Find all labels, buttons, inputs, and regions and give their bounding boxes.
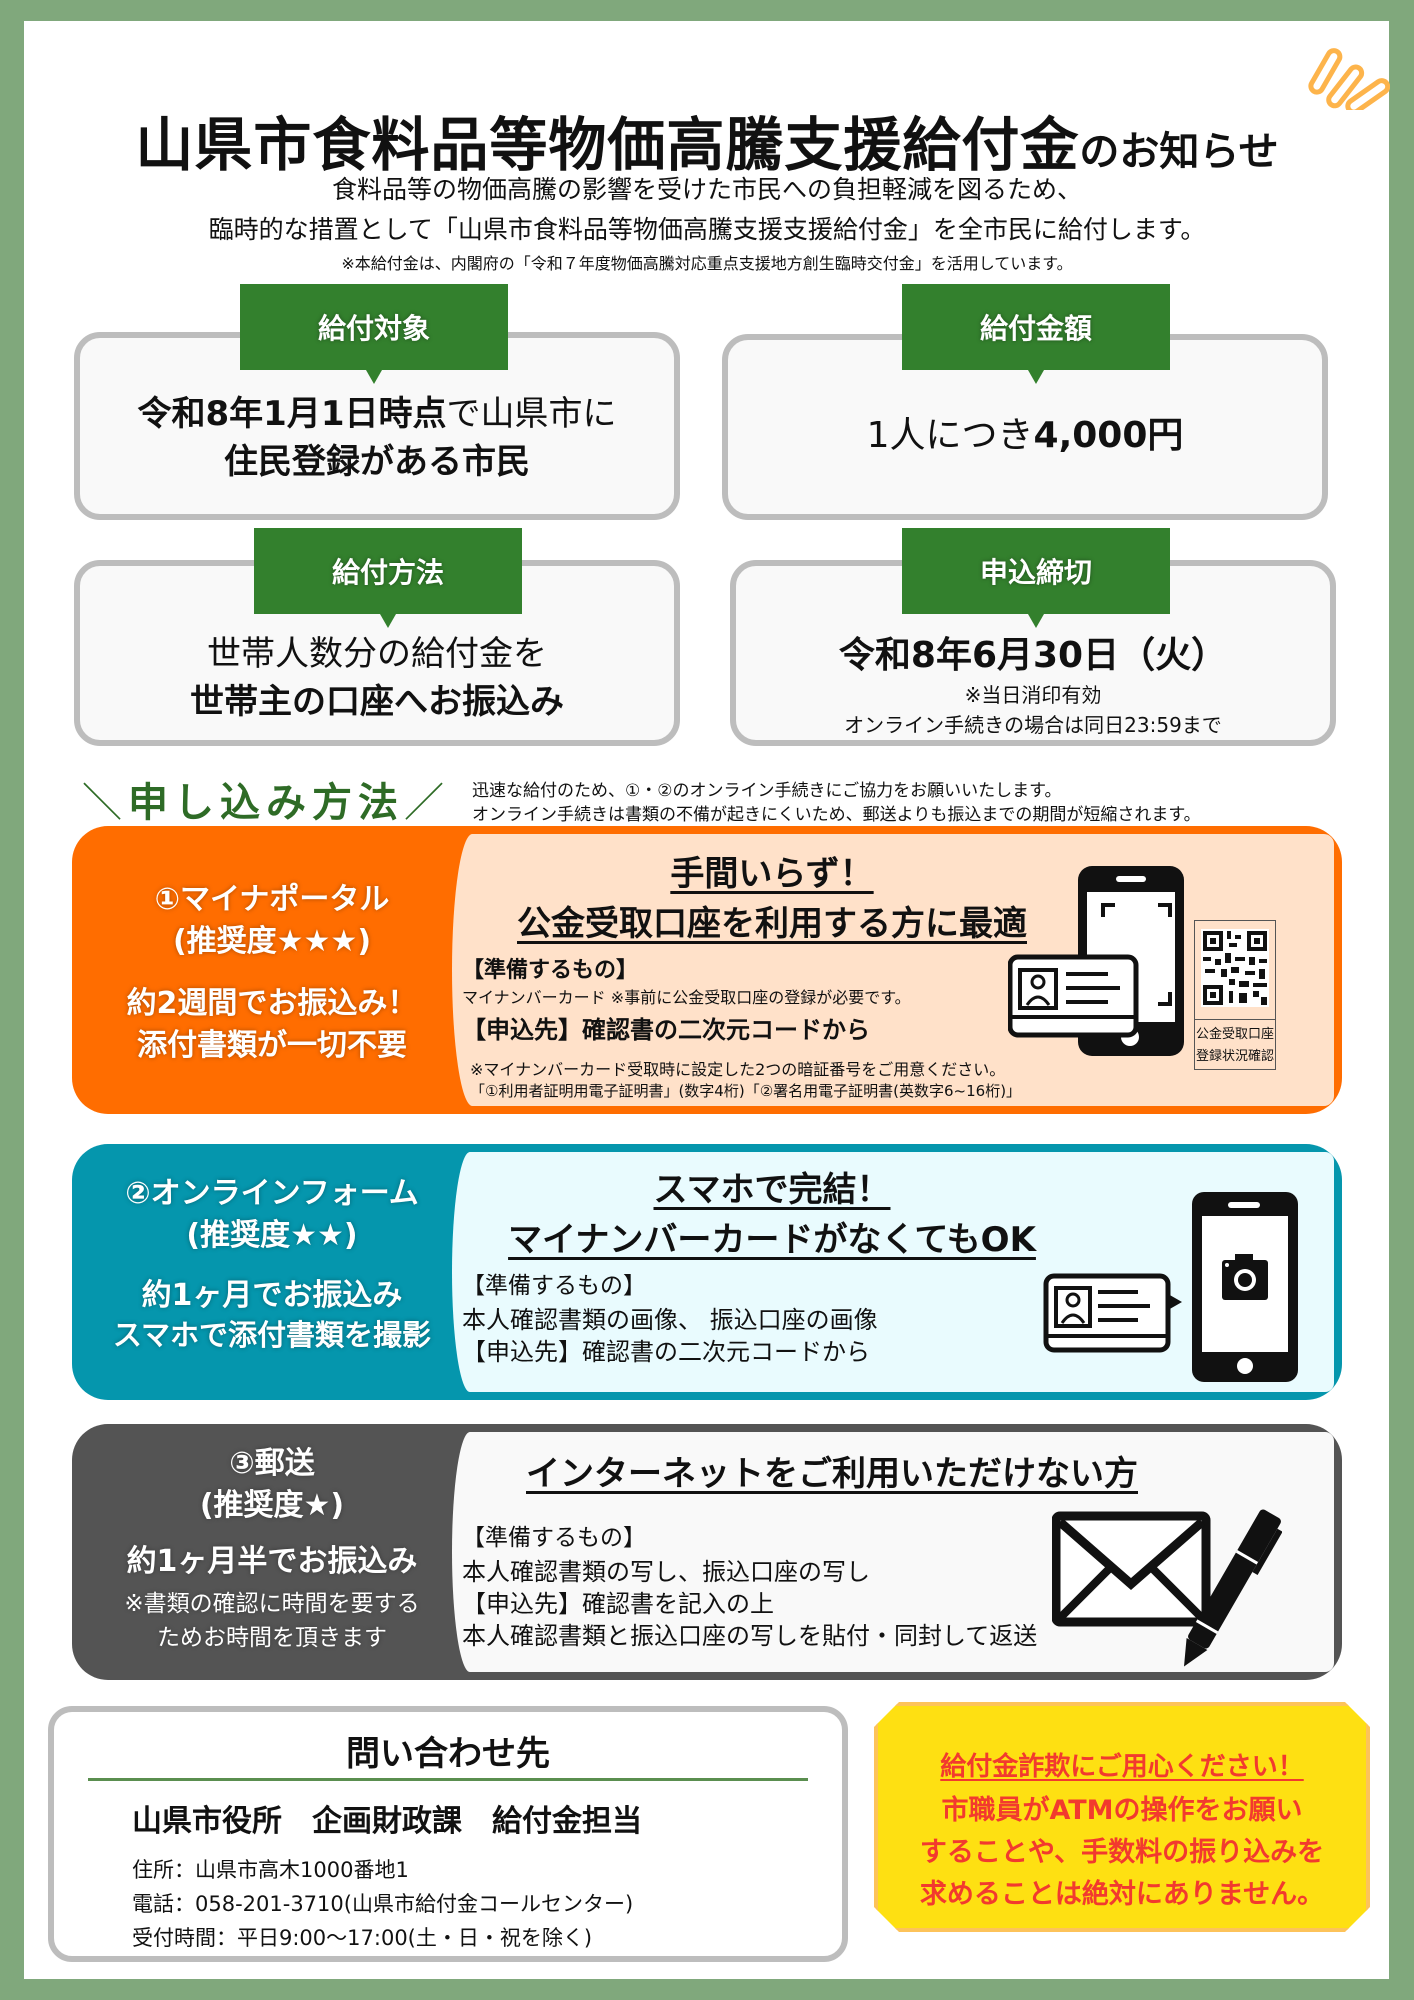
method2-rating: (推奨度★★) [186, 1218, 358, 1253]
title-main: 山県市食料品等物価高騰支援給付金 [135, 111, 1080, 179]
amount-tag: 給付金額 [902, 284, 1170, 384]
deadline-note2: オンライン手続きの場合は同日23:59まで [844, 713, 1222, 737]
method3-name: ③郵送 [229, 1446, 315, 1481]
target-date: 令和8年1月1日時点 [137, 394, 447, 434]
method1-name: ①マイナポータル [154, 882, 390, 917]
qr-caption-line1: 公金受取口座 [1195, 1027, 1274, 1042]
target-line2: 住民登録がある市民 [224, 442, 530, 482]
method1-pin-note2: 「①利用者証明用電子証明書」(数字4桁)「②署名用電子証明書(英数字6~16桁)… [470, 1082, 1022, 1100]
sparkle-decoration-icon [1308, 48, 1390, 110]
qr-code-panel[interactable]: 公金受取口座 登録状況確認 [1194, 920, 1276, 1070]
method1-prepare-note: ※事前に公金受取口座の登録が必要です。 [610, 988, 911, 1007]
deadline-date: 令和8年6月30日（火） [838, 635, 1228, 676]
lead-line-1: 食料品等の物価高騰の影響を受けた市民への負担軽減を図るため、 [331, 175, 1082, 204]
contact-address: 住所：山県市高木1000番地1 [132, 1858, 409, 1882]
deadline-note1: ※当日消印有効 [964, 683, 1102, 707]
method3-speed-note1: ※書類の確認に時間を要する [124, 1591, 420, 1617]
method-mynaportal: ①マイナポータル (推奨度★★★) 約2週間でお振込み！ 添付書類が一切不要 手… [72, 826, 1342, 1114]
method1-apply: 【申込先】確認書の二次元コードから [462, 1016, 870, 1044]
howto-heading: ＼申し込み方法／ [82, 780, 450, 826]
warning-line3: 求めることは絶対にありません。 [919, 1879, 1325, 1910]
method1-prepare-item: マイナンバーカード [462, 988, 606, 1007]
method3-rating: (推奨度★) [199, 1488, 345, 1523]
warning-heading: 給付金詐欺にご用心ください！ [940, 1752, 1304, 1782]
phone-scan-card-icon [1008, 866, 1184, 1056]
contact-box: 問い合わせ先 山県市役所 企画財政課 給付金担当 住所：山県市高木1000番地1… [48, 1706, 848, 1962]
method1-headline1: 手間いらず！ [670, 854, 874, 894]
page-title: 山県市食料品等物価高騰支援給付金のお知らせ [0, 98, 1414, 182]
contact-phone[interactable]: 電話：058-201-3710(山県市給付金コールセンター) [132, 1892, 634, 1916]
method2-apply: 【申込先】確認書の二次元コードから [462, 1338, 870, 1366]
method2-headline2: マイナンバーカードがなくてもOK [508, 1220, 1036, 1260]
method2-headline1: スマホで完結！ [653, 1170, 891, 1210]
fraud-warning-box: 給付金詐欺にご用心ください！ 市職員がATMの操作をお願い することや、手数料の… [874, 1702, 1370, 1932]
method2-speed1: 約1ヶ月でお振込み [141, 1278, 403, 1313]
method3-apply2: 本人確認書類と振込口座の写しを貼付・同封して返送 [462, 1622, 1038, 1650]
payment-method-line1: 世帯人数分の給付金を [207, 634, 547, 674]
method2-prepare-label: 【準備するもの】 [462, 1273, 646, 1299]
contact-office: 山県市役所 企画財政課 給付金担当 [132, 1804, 642, 1839]
method1-speed2: 添付書類が一切不要 [137, 1028, 407, 1063]
contact-heading: 問い合わせ先 [346, 1734, 550, 1774]
lead-line-2: 臨時的な措置として「山県市食料品等物価高騰支援支援給付金」を全市民に給付します。 [208, 215, 1206, 244]
deadline-tag: 申込締切 [902, 528, 1170, 628]
method3-speed1: 約1ヶ月半でお振込み [126, 1544, 418, 1579]
method3-apply: 【申込先】確認書を記入の上 [462, 1590, 774, 1618]
method3-prepare-item: 本人確認書類の写し、振込口座の写し [462, 1558, 870, 1586]
method3-prepare-label: 【準備するもの】 [462, 1525, 646, 1551]
method3-speed-note2: ためお時間を頂きます [157, 1625, 387, 1651]
target-box: 令和8年1月1日時点で山県市に 住民登録がある市民 [74, 332, 680, 520]
payment-method-line2: 世帯主の口座へお振込み [190, 682, 564, 722]
method1-prepare-label: 【準備するもの】 [462, 958, 639, 983]
warning-line2: することや、手数料の振り込みを [919, 1837, 1325, 1868]
warning-line1: 市職員がATMの操作をお願い [941, 1795, 1303, 1826]
contact-divider [88, 1778, 808, 1781]
phone-camera-card-icon [1043, 1192, 1298, 1382]
target-rest: で山県市に [446, 394, 617, 434]
method-mail: ③郵送 (推奨度★) 約1ヶ月半でお振込み ※書類の確認に時間を要する ためお時… [72, 1424, 1342, 1680]
method1-speed1: 約2週間でお振込み！ [126, 986, 418, 1021]
envelope-pen-icon [1052, 1509, 1282, 1667]
method2-speed2: スマホで添付書類を撮影 [112, 1318, 432, 1352]
method2-name: ②オンラインフォーム [125, 1176, 419, 1211]
method1-pin-note1: ※マイナンバーカード受取時に設定した2つの暗証番号をご用意ください。 [470, 1060, 1006, 1079]
method1-headline2: 公金受取口座を利用する方に最適 [517, 904, 1027, 944]
howto-note-1: 迅速な給付のため、①・②のオンライン手続きにご協力をお願いいたします。 [472, 781, 1062, 801]
method3-headline1: インターネットをご利用いただけない方 [526, 1454, 1138, 1494]
contact-hours: 受付時間：平日9:00～17:00(土・日・祝を除く) [132, 1926, 593, 1950]
amount-prefix: 1人につき [866, 415, 1034, 456]
title-suffix: のお知らせ [1079, 129, 1279, 175]
target-tag: 給付対象 [240, 284, 508, 384]
method-online-form: ②オンラインフォーム (推奨度★★) 約1ヶ月でお振込み スマホで添付書類を撮影… [72, 1144, 1342, 1400]
funding-note: ※本給付金は、内閣府の「令和７年度物価高騰対応重点支援地方創生臨時交付金」を活用… [341, 254, 1073, 273]
method2-prepare-item: 本人確認書類の画像、 振込口座の画像 [462, 1306, 878, 1334]
amount-value: 4,000円 [1033, 415, 1184, 456]
method1-rating: (推奨度★★★) [172, 924, 372, 959]
qr-code-icon [1201, 929, 1269, 1007]
qr-caption-line2: 登録状況確認 [1195, 1049, 1274, 1064]
payment-method-tag: 給付方法 [254, 528, 522, 628]
howto-note-2: オンライン手続きは書類の不備が起きにくいため、郵送よりも振込までの期間が短縮され… [472, 805, 1201, 825]
